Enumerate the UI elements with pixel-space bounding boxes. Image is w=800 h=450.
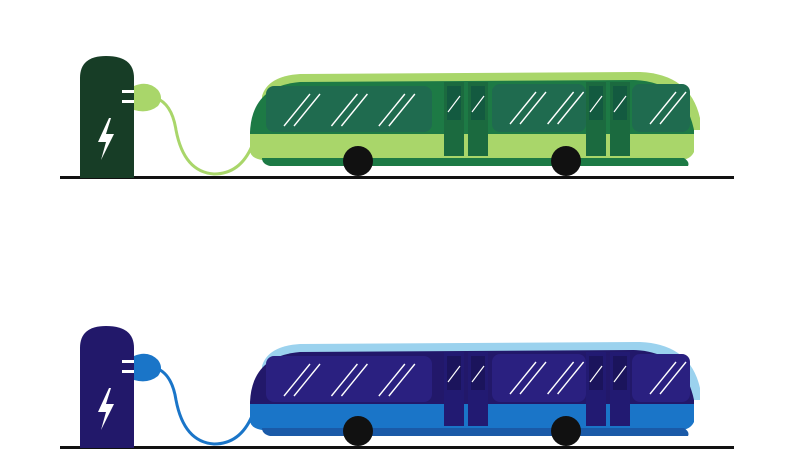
window-glare bbox=[340, 363, 368, 397]
window-glare bbox=[509, 361, 537, 395]
window-glare bbox=[589, 95, 603, 113]
window-glare bbox=[547, 361, 575, 395]
bus-door bbox=[444, 352, 488, 426]
charger-plug bbox=[134, 83, 161, 112]
window-glare bbox=[519, 361, 547, 395]
bus-skirt bbox=[262, 158, 689, 166]
bus-window bbox=[266, 356, 432, 402]
door-window bbox=[613, 86, 627, 120]
charger-body bbox=[80, 326, 134, 448]
plug-prong bbox=[122, 360, 134, 363]
bus-window bbox=[632, 354, 690, 402]
window-glare bbox=[557, 91, 585, 125]
charging-cable bbox=[154, 366, 254, 446]
bus bbox=[250, 72, 700, 176]
bus-window bbox=[632, 84, 690, 132]
bus-wheel bbox=[551, 416, 581, 446]
bus-door bbox=[586, 352, 630, 426]
ground-line bbox=[60, 446, 734, 449]
window-glare bbox=[649, 91, 677, 125]
charging-cable bbox=[154, 96, 254, 176]
window-glare bbox=[547, 91, 575, 125]
plug-prong bbox=[122, 100, 134, 103]
door-window bbox=[589, 356, 603, 390]
window-glare bbox=[283, 363, 311, 397]
window-glare bbox=[613, 365, 627, 383]
bus-window bbox=[266, 86, 432, 132]
bus-skirt bbox=[262, 428, 689, 436]
bus-window bbox=[492, 84, 586, 132]
charger-plug bbox=[134, 353, 161, 382]
window-glare bbox=[340, 93, 368, 127]
bus-window bbox=[492, 354, 586, 402]
window-glare bbox=[509, 91, 537, 125]
window-glare bbox=[388, 363, 416, 397]
window-glare bbox=[283, 93, 311, 127]
window-glare bbox=[471, 365, 485, 383]
door-window bbox=[589, 86, 603, 120]
door-window bbox=[613, 356, 627, 390]
bus-wheel bbox=[551, 146, 581, 176]
plug-prong bbox=[122, 370, 134, 373]
window-glare bbox=[659, 361, 687, 395]
window-glare bbox=[447, 95, 461, 113]
window-glare bbox=[378, 363, 406, 397]
charging-station bbox=[80, 326, 161, 448]
bus bbox=[250, 342, 700, 446]
charger-body bbox=[80, 56, 134, 178]
window-glare bbox=[519, 91, 547, 125]
window-glare bbox=[649, 361, 677, 395]
window-glare bbox=[471, 95, 485, 113]
window-glare bbox=[589, 365, 603, 383]
ground-line bbox=[60, 176, 734, 179]
window-glare bbox=[388, 93, 416, 127]
lightning-bolt-icon bbox=[98, 388, 114, 430]
bus-wheel bbox=[343, 146, 373, 176]
bus-door bbox=[586, 82, 630, 156]
window-glare bbox=[378, 93, 406, 127]
plug-prong bbox=[122, 90, 134, 93]
window-glare bbox=[293, 363, 321, 397]
window-glare bbox=[557, 361, 585, 395]
window-glare bbox=[659, 91, 687, 125]
window-glare bbox=[613, 95, 627, 113]
window-glare bbox=[330, 363, 358, 397]
bus-door bbox=[444, 82, 488, 156]
window-glare bbox=[330, 93, 358, 127]
lightning-bolt-icon bbox=[98, 118, 114, 160]
window-glare bbox=[293, 93, 321, 127]
bus-wheel bbox=[343, 416, 373, 446]
scene-green bbox=[60, 56, 734, 179]
scene-blue bbox=[60, 326, 734, 449]
charging-station bbox=[80, 56, 161, 178]
window-glare bbox=[447, 365, 461, 383]
